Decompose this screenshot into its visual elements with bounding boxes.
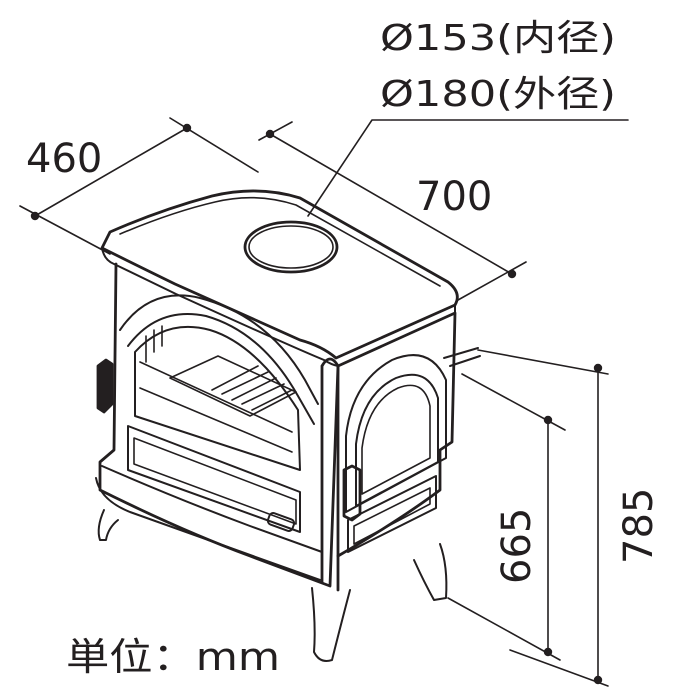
- unit-label: 単位：mm: [66, 635, 280, 679]
- side-window-frame: [355, 373, 439, 507]
- stove-leg-front-left: [97, 509, 119, 541]
- height-total-end-top: [593, 363, 603, 373]
- side-lower-panel-inner: [353, 487, 431, 545]
- width-dimension-end-left: [265, 129, 275, 139]
- front-badge: [266, 512, 296, 532]
- height-to-flue-extension-bottom: [447, 597, 561, 661]
- flue-inner-diameter-label: Ø153(内径): [380, 18, 616, 59]
- depth-tick-right: [258, 121, 293, 141]
- fire-grate: [169, 355, 297, 417]
- flue-collar-inner: [248, 225, 334, 269]
- flue-outer-diameter-label: Ø180(外径): [380, 74, 616, 115]
- depth-dimension-line: [34, 127, 188, 217]
- height-to-flue-label: 665: [494, 508, 540, 584]
- height-to-flue-extension-top: [461, 373, 566, 431]
- width-dimension-label: 700: [416, 174, 492, 220]
- flue-leader-line: [307, 119, 629, 217]
- depth-dimension-label: 460: [26, 136, 102, 182]
- front-door-handle: [96, 358, 114, 414]
- front-lower-panel-inner: [133, 437, 297, 525]
- front-ash-drawer: [95, 465, 323, 581]
- side-lower-panel: [347, 475, 437, 553]
- stove-top-plate: [100, 189, 459, 360]
- height-total-extension-top: [477, 349, 609, 375]
- stove-side-body: [336, 311, 457, 558]
- dimension-lines: [19, 117, 629, 687]
- width-extension-right: [457, 261, 527, 301]
- depth-extension-left: [19, 205, 111, 255]
- front-window-frame: [134, 325, 301, 471]
- stove-top-inner-edge: [119, 196, 441, 287]
- fire-grate-bars: [211, 365, 293, 411]
- width-dimension-line: [269, 133, 513, 275]
- height-total-extension-bottom: [509, 649, 609, 687]
- flue-collar-outer: [243, 220, 339, 274]
- height-total-label: 785: [616, 488, 662, 564]
- side-air-lever: [443, 347, 481, 367]
- stove-outline: [95, 189, 481, 662]
- side-window-glass: [361, 384, 431, 495]
- front-window-glass-line: [139, 361, 293, 453]
- stove-leg-front-right: [311, 587, 351, 662]
- stove-corner-post: [320, 357, 340, 592]
- side-door-handle: [342, 464, 362, 522]
- front-side-pillars: [145, 325, 163, 363]
- stove-leg-back-right: [413, 543, 448, 601]
- depth-extension-right: [169, 117, 259, 173]
- stove-top-plate-lip: [101, 247, 456, 367]
- front-arch-frame: [119, 294, 319, 405]
- side-arch-outer: [345, 354, 447, 513]
- front-lower-panel: [127, 425, 301, 533]
- front-arch-inner: [127, 313, 315, 425]
